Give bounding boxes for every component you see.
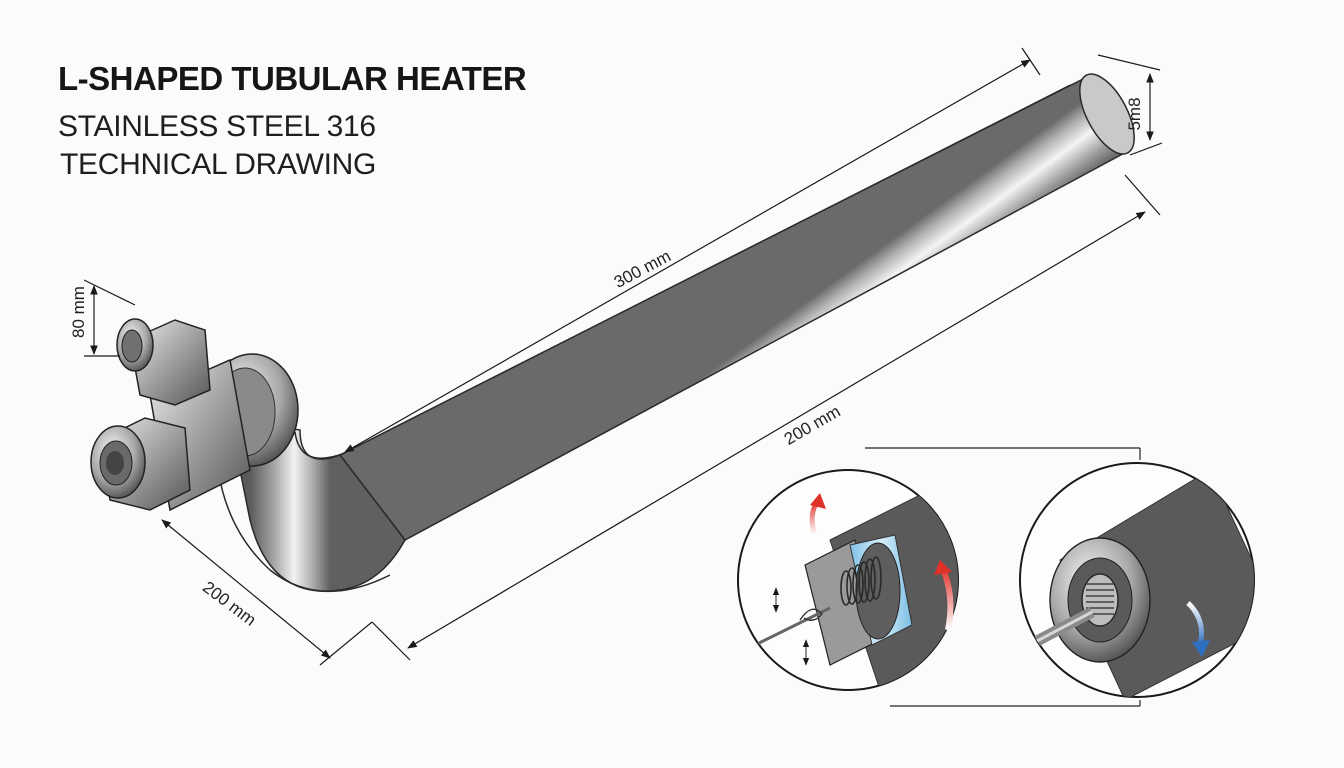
dimension-lines	[83, 47, 1163, 666]
subtitle-drawing-type: TECHNICAL DRAWING	[60, 148, 377, 181]
detail-frame	[865, 447, 1141, 707]
detail-cutaway	[737, 469, 959, 691]
subtitle-material: STAINLESS STEEL 316	[58, 110, 376, 143]
terminal-fitting	[90, 318, 299, 512]
heater-tube	[214, 73, 1135, 592]
dim-200mm-short: 200 mm	[199, 578, 259, 630]
dim-80mm: 80 mm	[69, 286, 88, 338]
heating-coil	[840, 556, 882, 606]
dim-tube-diameter: 5m8	[1125, 97, 1144, 130]
detail-end-view	[1019, 462, 1255, 698]
cool-flow-down-icon	[1186, 601, 1204, 646]
